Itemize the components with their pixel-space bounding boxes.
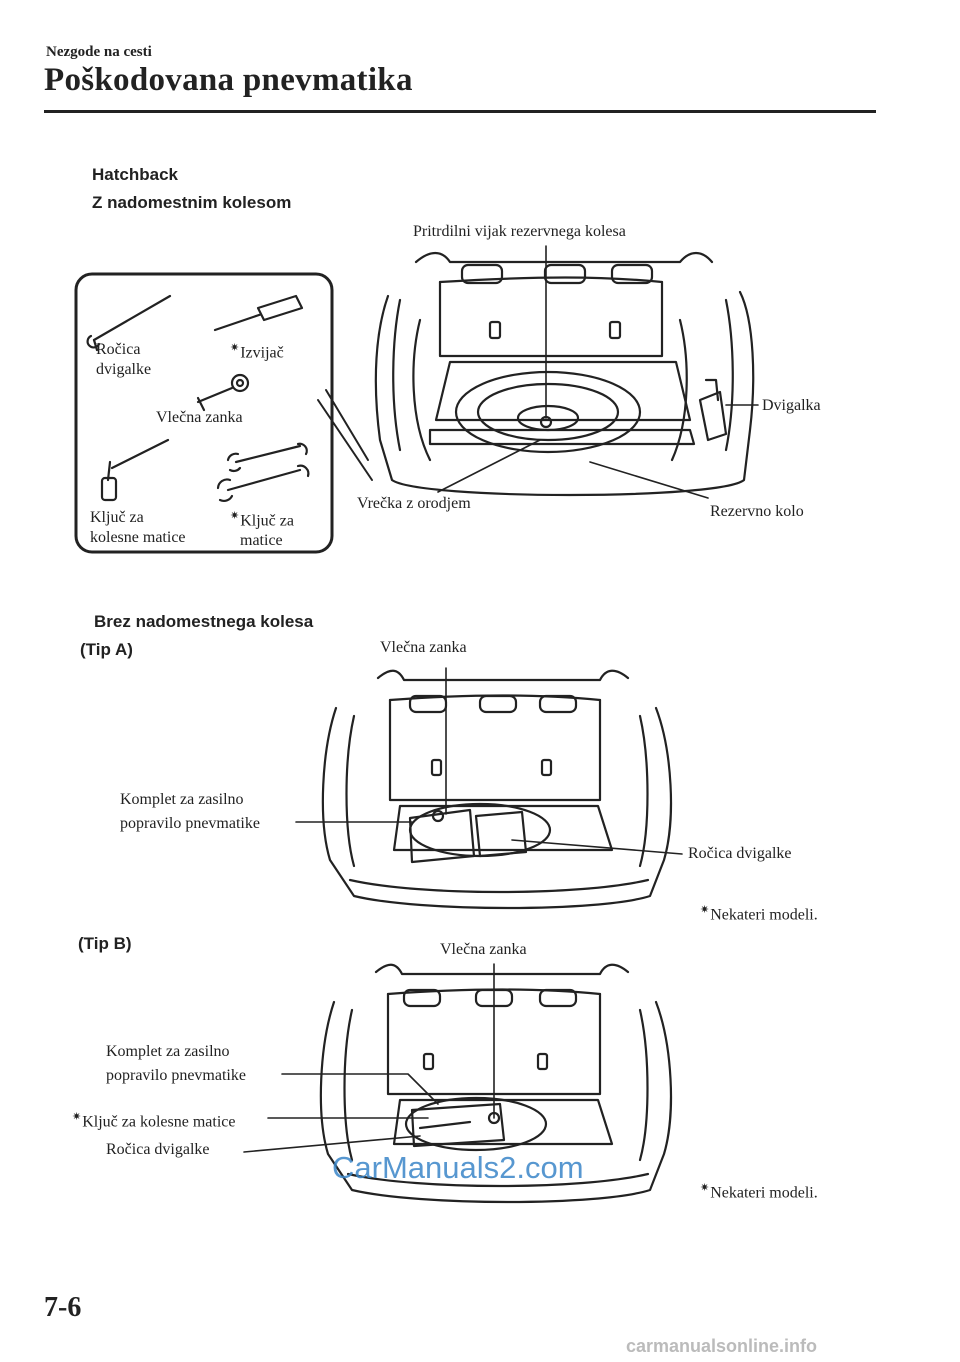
tool-kit-panel — [74, 272, 373, 554]
label-jack-handle-b: Ročica dvigalke — [106, 1141, 210, 1158]
screwdriver-icon — [213, 294, 304, 332]
label-repair-kit-b: Komplet za zasilno popravilo pnevmatike — [106, 1043, 246, 1084]
figure2-type: (Tip A) — [80, 640, 133, 659]
figure1-category: Hatchback — [92, 165, 178, 184]
label-jack-handle: Ročica dvigalke — [96, 341, 152, 378]
label-spanner: Ključ za matice — [230, 506, 294, 551]
note-some-models-a: Nekateri modeli. — [700, 900, 818, 925]
trunk-spare-wheel-drawing — [374, 251, 755, 497]
figure1-subtitle: Z nadomestnim kolesom — [92, 193, 292, 212]
leader-lines — [243, 245, 759, 1153]
page-number: 7-6 — [44, 1292, 82, 1323]
label-jack-handle-a: Ročica dvigalke — [688, 845, 792, 862]
label-tow-hook-b: Vlečna zanka — [440, 941, 527, 958]
label-lug-wrench: Ključ za kolesne matice — [90, 509, 186, 546]
spanner-icon — [216, 442, 310, 503]
label-screwdriver: Izvijač — [230, 338, 284, 363]
label-jack: Dvigalka — [762, 397, 821, 414]
label-tow-hook: Vlečna zanka — [156, 409, 243, 426]
page-title: Poškodovana pnevmatika — [44, 62, 413, 98]
label-spare-wheel-bolt: Pritrdilni vijak rezervnega kolesa — [413, 223, 626, 240]
lug-wrench-icon — [100, 438, 170, 502]
tow-hook-icon — [196, 373, 250, 412]
trunk-type-a-drawing — [321, 669, 673, 910]
label-tool-bag: Vrečka z orodjem — [357, 495, 471, 512]
label-spare-wheel: Rezervno kolo — [710, 503, 804, 520]
trunk-type-b-drawing — [319, 963, 673, 1204]
label-repair-kit-a: Komplet za zasilno popravilo pnevmatike — [120, 791, 260, 832]
label-tow-hook-a: Vlečna zanka — [380, 639, 467, 656]
label-lug-wrench-b: Ključ za kolesne matice — [72, 1107, 235, 1132]
title-rule — [44, 110, 876, 113]
figure2-subtitle: Brez nadomestnega kolesa — [94, 612, 314, 631]
section-label: Nezgode na cesti — [46, 44, 152, 60]
figure3-type: (Tip B) — [78, 934, 132, 953]
jack-handle-icon — [86, 294, 172, 352]
footer-site-link[interactable]: carmanualsonline.info — [626, 1336, 818, 1356]
watermark-logo: CarManuals2.com — [332, 1150, 584, 1185]
note-some-models-b: Nekateri modeli. — [700, 1178, 818, 1203]
